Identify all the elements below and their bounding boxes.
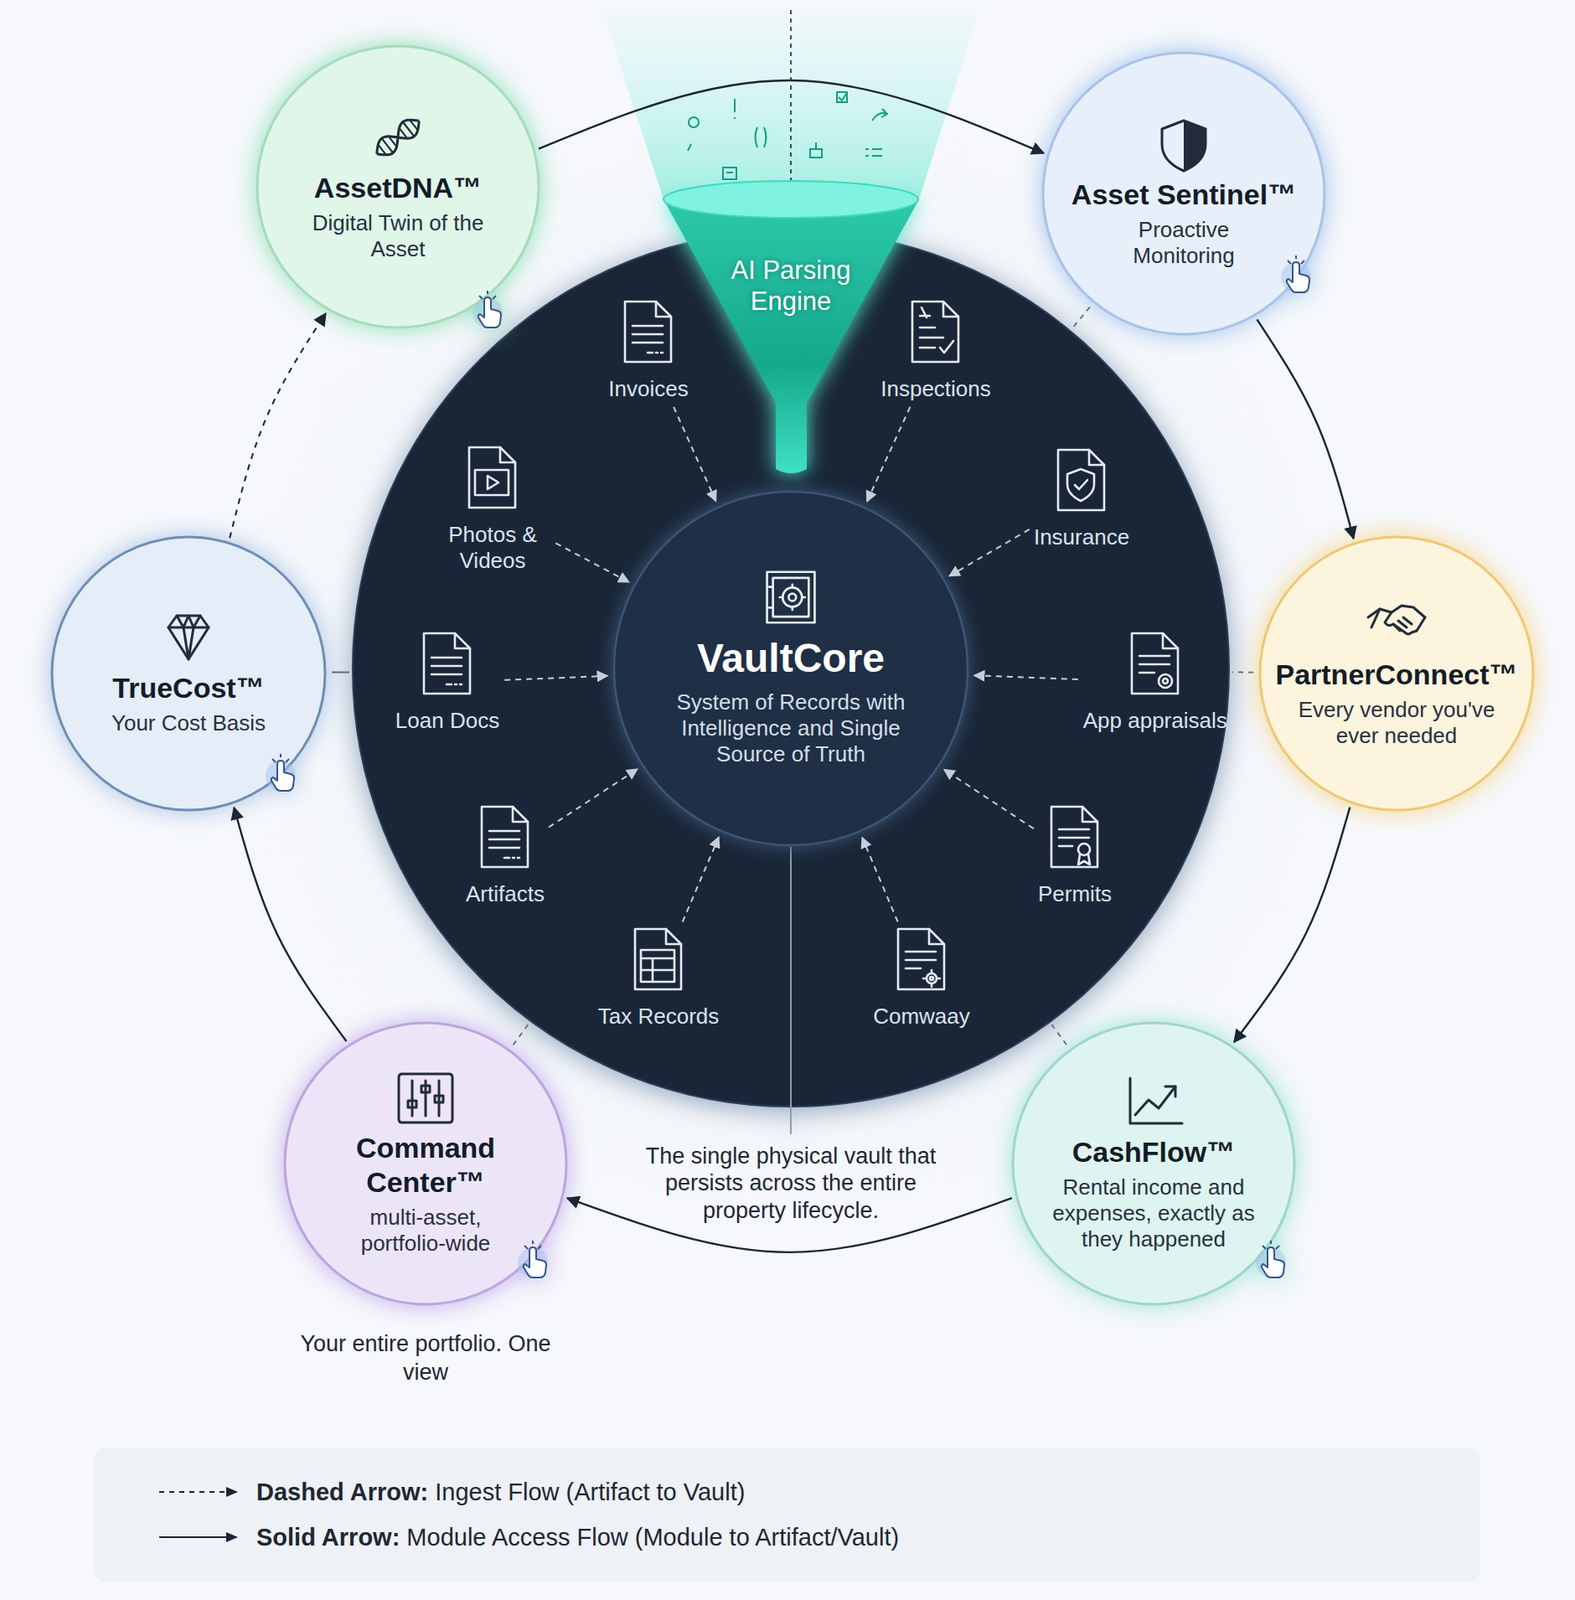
click-hand [265, 753, 296, 791]
sliders-icon [395, 1070, 456, 1125]
legend-text: Dashed Arrow: Ingest Flow (Artifact to V… [256, 1478, 745, 1507]
caption-holder: The single physical vault that persists … [631, 1142, 951, 1224]
artifact-doc: App appraisals [1083, 630, 1228, 734]
table-icon [632, 926, 685, 992]
gem-icon [158, 610, 219, 665]
module-subtitle: Proactive Monitoring [1099, 216, 1268, 269]
artifact-doc: Invoices [608, 299, 688, 403]
lines-icon [479, 804, 532, 870]
artifact-label: Loan Docs [395, 707, 500, 734]
artifact-doc: Tax Records [598, 926, 720, 1030]
module-circle: PartnerConnect™ Every vendor you've ever … [1258, 535, 1535, 812]
vault-title: VaultCore [648, 634, 934, 683]
module-title: TrueCost™ [112, 671, 264, 706]
vault-link [331, 671, 350, 673]
vault-caption: The single physical vault that persists … [631, 1142, 951, 1224]
parsing-funnel: AI Parsing Engine [602, 10, 980, 480]
artifact-label: Photos & Videos [433, 521, 552, 574]
module-circle: TrueCost™ Your Cost Basis [50, 535, 327, 812]
artifact-label: Insurance [1033, 524, 1130, 551]
dna-icon [367, 110, 429, 165]
module-flow-arrow [1234, 807, 1350, 1043]
engine-label: AI Parsing Engine [707, 254, 875, 317]
legend-text: Solid Arrow: Module Access Flow (Module … [256, 1523, 899, 1552]
legend-row: Solid Arrow: Module Access Flow (Module … [157, 1514, 1481, 1560]
legend-sample [157, 1528, 242, 1546]
artifact-label: Inspections [880, 376, 992, 403]
vault-link [1072, 307, 1090, 329]
vault-link [1051, 1024, 1067, 1045]
artifact-doc: Permits [1037, 804, 1112, 908]
click-hand [1255, 1240, 1286, 1278]
chart-icon [1123, 1074, 1184, 1129]
module-circle: CashFlow™ Rental income and expenses, exa… [1011, 1021, 1297, 1307]
artifact-label: Invoices [608, 376, 688, 403]
module-subtitle: Digital Twin of the Asset [301, 210, 495, 263]
ribbon-icon [1048, 804, 1101, 870]
module-title: PartnerConnect™ [1275, 657, 1518, 692]
vault-link [512, 1023, 529, 1045]
funnel-shape [602, 10, 980, 480]
artifact-label: Tax Records [598, 1003, 720, 1030]
vault-link [1232, 671, 1254, 673]
vault-subtitle: System of Records with Intelligence and … [652, 689, 930, 769]
module-title: Command Center™ [320, 1130, 531, 1200]
module-subtitle: multi-asset, portfolio-wide [329, 1204, 522, 1257]
gear-icon [895, 926, 948, 992]
artifact-doc: Insurance [1033, 447, 1130, 551]
halo [154, 31, 1428, 1306]
hands-icon [1366, 597, 1427, 651]
module-flow-arrow [233, 807, 346, 1042]
shield-icon [1055, 447, 1108, 513]
module-flow-arrow [229, 313, 326, 538]
artifact-label: Permits [1037, 881, 1112, 908]
note-label: Your entire portfolio. One view [299, 1330, 552, 1388]
artifact-doc: Inspections [880, 299, 992, 403]
artifact-doc: Loan Docs [395, 630, 500, 734]
module-subtitle: Every vendor you've ever needed [1275, 697, 1519, 749]
click-hand [1280, 255, 1312, 293]
lines-icon [622, 299, 675, 365]
module-title: AssetDNA™ [314, 170, 482, 206]
artifact-label: Comwaay [872, 1003, 971, 1030]
artifact-label: Artifacts [465, 881, 545, 908]
artifact-doc: Photos & Videos [433, 444, 552, 574]
shield-icon [1153, 117, 1214, 171]
video-icon [466, 444, 519, 511]
vault-disc [351, 229, 1230, 1142]
module-subtitle: Your Cost Basis [79, 710, 298, 737]
click-hand [517, 1240, 548, 1278]
legend-sample [157, 1483, 242, 1501]
artifact-label: App appraisals [1083, 707, 1228, 734]
module-title: CashFlow™ [1072, 1135, 1236, 1170]
module-title: Asset Sentinel™ [1071, 177, 1297, 212]
legend-panel: Dashed Arrow: Ingest Flow (Artifact to V… [93, 1447, 1481, 1582]
seal-icon [1129, 630, 1182, 697]
module-circle: Command Center™multi-asset, portfolio-wi… [283, 1021, 569, 1307]
lines-icon [421, 630, 474, 697]
caption-leader [790, 846, 792, 1135]
artifact-doc: Artifacts [465, 804, 545, 908]
data-glyphs [687, 92, 888, 192]
module-circle: AssetDNA™ Digital Twin of the Asset [255, 44, 541, 330]
legend-row: Dashed Arrow: Ingest Flow (Artifact to V… [157, 1469, 1481, 1515]
vault-region: The single physical vault that persists … [351, 229, 1230, 1108]
check-icon [909, 299, 962, 365]
artifact-doc: Comwaay [872, 926, 971, 1030]
vaultcore-circle: VaultCoreSystem of Records with Intellig… [612, 490, 970, 847]
module-flow-arrow [1256, 319, 1353, 539]
click-hand [472, 290, 503, 328]
module-circle: Asset Sentinel™ Proactive Monitoring [1041, 51, 1327, 336]
safe-icon [764, 568, 818, 626]
module-subtitle: Rental income and expenses, exactly as t… [1048, 1174, 1259, 1254]
